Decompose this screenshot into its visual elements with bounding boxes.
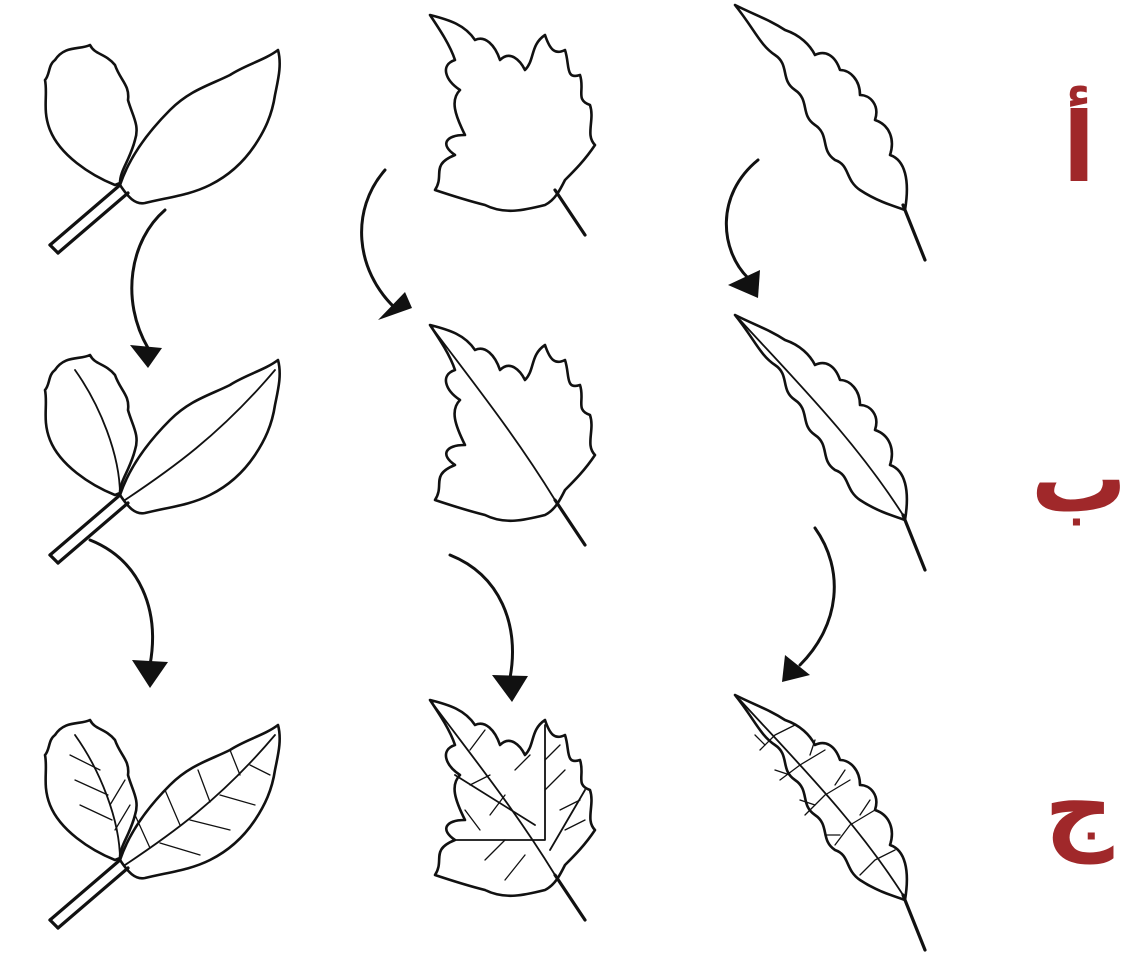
elm-leaf-stage-outline — [45, 45, 280, 253]
arrow-elm-1 — [132, 210, 165, 348]
row-label-a: أ — [1024, 100, 1134, 196]
elm-leaf-stage-midrib — [45, 355, 280, 563]
arrow-maple-2-head — [492, 675, 528, 702]
arrow-oak-2 — [800, 528, 834, 665]
arrow-elm-2-head — [132, 660, 168, 688]
maple-leaf-stage-outline — [430, 15, 595, 235]
arrow-maple-1 — [362, 170, 395, 308]
row-label-c: ج — [1024, 760, 1134, 856]
maple-leaf-stage-midrib — [430, 325, 595, 545]
maple-leaf-stage-full-veins — [430, 700, 595, 920]
oak-leaf-stage-outline — [735, 5, 925, 260]
oak-leaf-stage-full-veins — [735, 695, 925, 950]
arrow-oak-1 — [726, 160, 758, 278]
arrow-elm-2 — [90, 540, 153, 665]
elm-leaf-stage-full-veins — [45, 720, 280, 928]
oak-leaf-stage-midrib — [735, 315, 925, 570]
row-label-b: ب — [1024, 430, 1134, 526]
arrow-elm-1-head — [130, 345, 162, 368]
arrow-maple-2 — [450, 555, 513, 678]
